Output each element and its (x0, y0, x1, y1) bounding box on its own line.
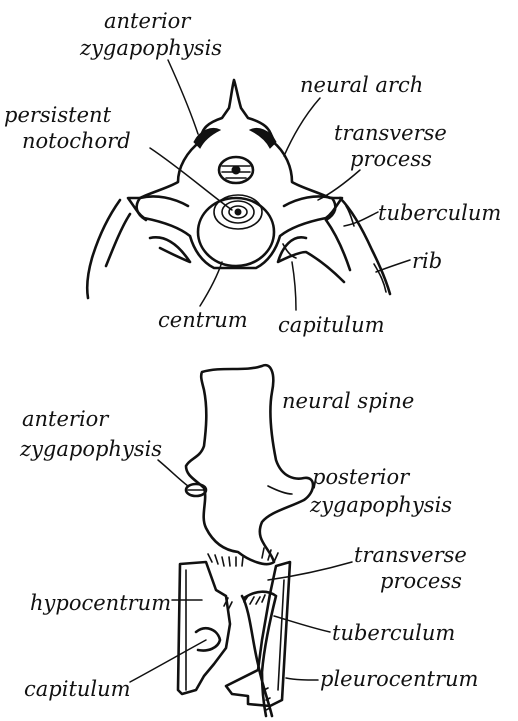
label-side-hypocentrum: hypocentrum (30, 591, 171, 615)
centrum-shape (198, 198, 274, 266)
label-side-neural-spine: neural spine (282, 389, 414, 413)
label-side-posterior-1: posterior (312, 465, 411, 489)
label-top-rib: rib (412, 249, 442, 273)
label-side-anterior-1: anterior (22, 407, 110, 431)
label-top-anterior-1: anterior (104, 9, 192, 33)
label-top-capitulum: capitulum (278, 313, 385, 337)
label-side-pleurocentrum: pleurocentrum (320, 667, 478, 691)
label-top-neural-arch: neural arch (300, 73, 423, 97)
label-top-centrum: centrum (158, 308, 248, 332)
label-top-notochord: notochord (22, 129, 131, 153)
label-side-posterior-2: zygapophysis (309, 493, 452, 517)
label-top-tuberculum: tuberculum (378, 201, 501, 225)
label-side-tuberculum: tuberculum (332, 621, 455, 645)
vertebra-lateral-view (178, 365, 313, 716)
label-top-persistent: persistent (4, 103, 112, 127)
label-top-process: process (350, 147, 432, 171)
vertebra-anterior-view (87, 80, 390, 298)
top-leader-lines (150, 60, 410, 310)
label-top-transverse: transverse (334, 121, 447, 145)
right-zygapophysis-cap (250, 129, 276, 149)
label-side-transverse: transverse (354, 543, 467, 567)
notochord-rings (214, 195, 262, 229)
label-side-capitulum: capitulum (24, 677, 131, 701)
label-side-process: process (380, 569, 462, 593)
label-top-anterior-2: zygapophysis (79, 36, 222, 60)
label-side-anterior-2: zygapophysis (19, 437, 162, 461)
